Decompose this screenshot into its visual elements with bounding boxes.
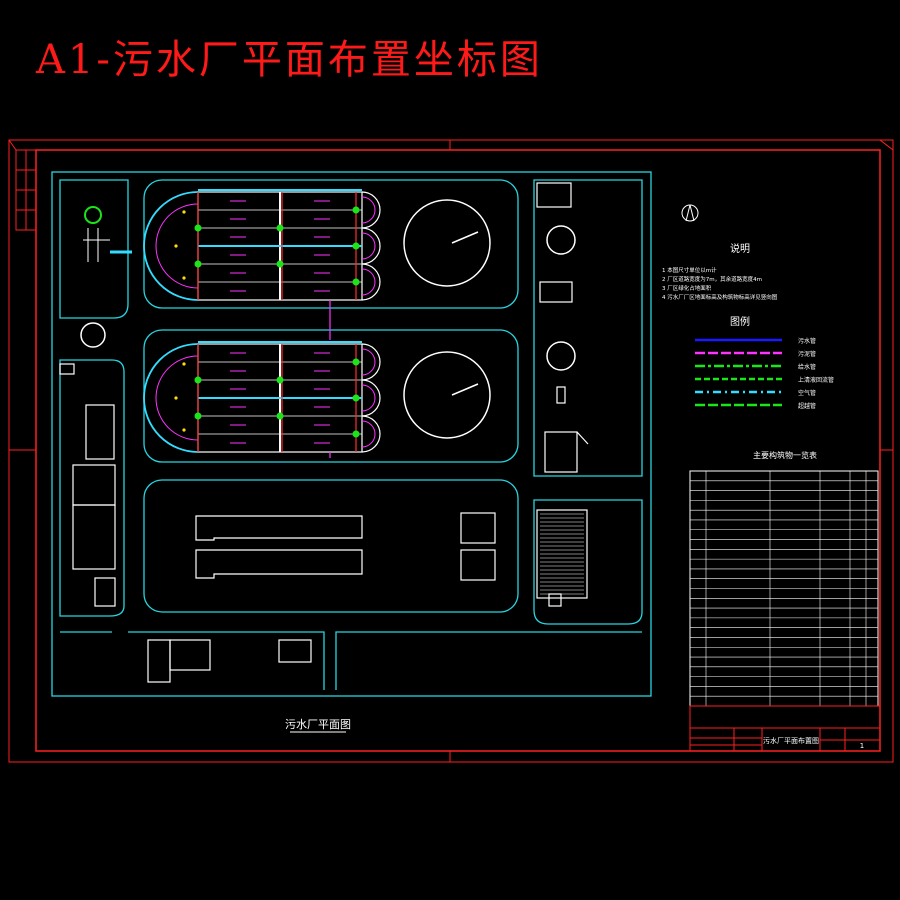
building-pump: [548, 593, 562, 607]
north-arrow-icon: [681, 204, 699, 222]
building-control: [544, 431, 578, 473]
page-title: A1-污水厂平面布置坐标图: [36, 37, 543, 83]
title-block-drawing-no: 1: [860, 742, 864, 750]
sludge-thickener-2: [546, 341, 576, 371]
screen-filter: [536, 509, 588, 599]
building-guard: [94, 577, 116, 607]
drawing-caption: 污水厂平面图: [285, 718, 351, 731]
note-item: 3 厂区绿化占地面积: [662, 284, 712, 292]
site-boundary: [51, 171, 652, 697]
legend-label: 空气管: [798, 389, 816, 397]
secondary-clarifier-1: [403, 199, 491, 287]
building-warehouse: [72, 504, 116, 570]
inlet-pump-icon: [84, 206, 102, 224]
building-blower: [169, 639, 211, 671]
outer-sheet-border: [8, 139, 894, 763]
note-item: 4 污水厂厂区地面标高及构筑物标高详见竖向图: [662, 293, 778, 301]
structures-table-title: 主要构筑物一览表: [753, 450, 817, 460]
building-workshop: [72, 464, 116, 506]
secondary-clarifier-2: [403, 351, 491, 439]
building-gate: [59, 363, 75, 375]
building-11: [539, 281, 573, 303]
legend-label: 上清液回流管: [798, 376, 834, 384]
building-dewatering: [536, 182, 572, 208]
legend-label: 污泥管: [798, 350, 816, 358]
tank-a: [460, 512, 496, 544]
grit-chamber: [80, 322, 106, 348]
legend-label: 超越管: [798, 402, 816, 410]
note-item: 2 厂区道路宽度为7m，其余道路宽度4m: [662, 275, 762, 283]
building-office: [85, 404, 115, 460]
legend-heading: 图例: [730, 315, 750, 328]
building-lab: [147, 639, 171, 683]
notes-heading: 说明: [730, 242, 750, 255]
title-block-project: 污水厂平面布置图: [763, 736, 819, 745]
tank-b: [460, 549, 496, 581]
note-item: 1 本图尺寸单位以m计: [662, 266, 717, 274]
legend-label: 污水管: [798, 337, 816, 345]
building-boiler: [278, 639, 312, 663]
legend-label: 给水管: [798, 363, 816, 371]
structures-table: [689, 470, 879, 707]
building-small: [556, 386, 566, 404]
sludge-thickener-1: [546, 225, 576, 255]
